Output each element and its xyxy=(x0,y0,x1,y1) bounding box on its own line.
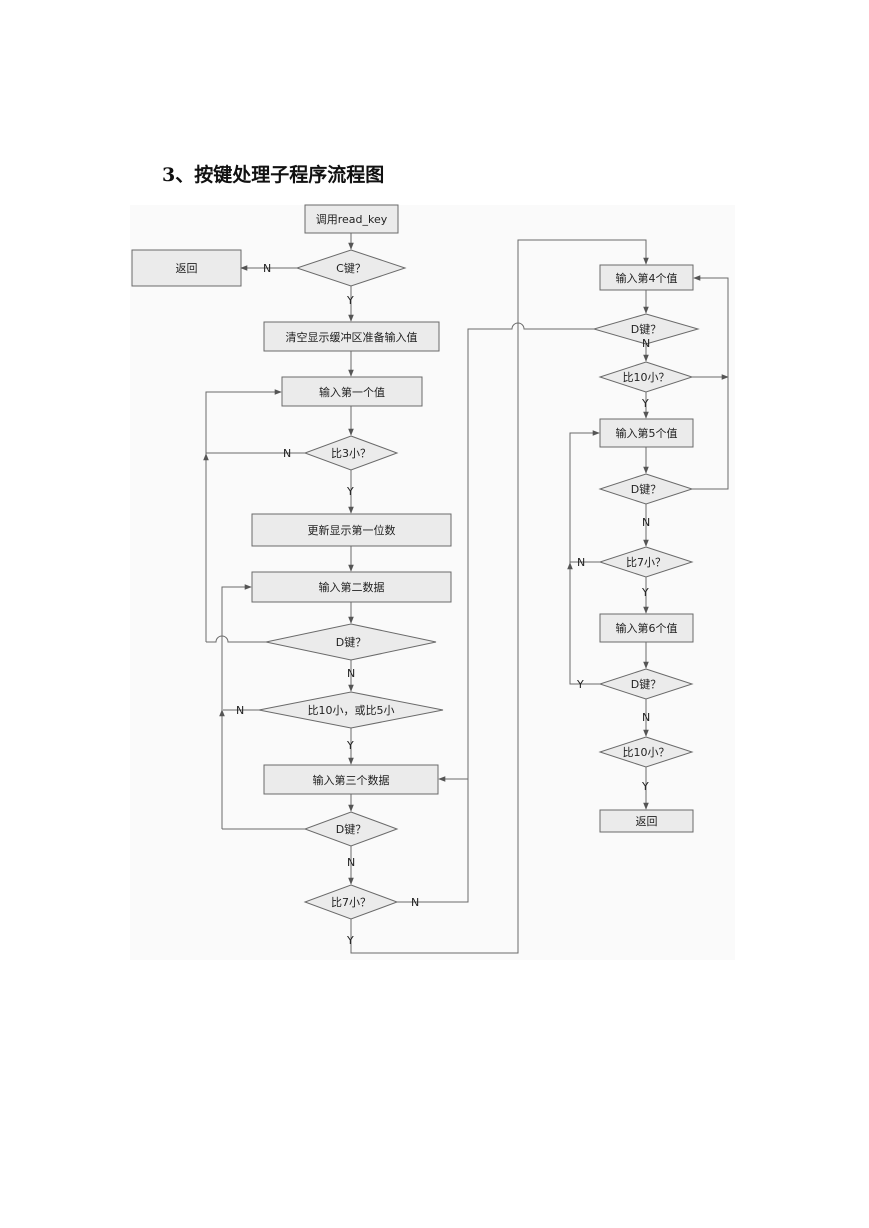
label-c-key-no: N xyxy=(263,262,271,275)
d-key-3-text: D键？ xyxy=(631,322,661,336)
label-d-key-4-no: N xyxy=(642,516,650,529)
input-2-text: 输入第二数据 xyxy=(319,580,385,594)
lt7-b-text: 比7小？ xyxy=(626,556,666,569)
d-key-4-text: D键？ xyxy=(631,482,661,496)
input-2-box xyxy=(251,571,452,603)
label-lt3-no: N xyxy=(283,447,291,460)
label-lt10-or-lt5-no: N xyxy=(236,704,244,717)
update-1-text: 更新显示第一位数 xyxy=(308,523,396,537)
label-lt10-a-yes: Y xyxy=(641,397,649,410)
lt7-a-text: 比7小？ xyxy=(331,896,371,909)
return-left-box xyxy=(131,249,242,287)
input-3-box xyxy=(263,764,439,795)
page-heading: 3、按键处理子程序流程图 xyxy=(162,164,385,186)
input-1-box xyxy=(281,376,423,407)
d-key-5-text: D键？ xyxy=(631,677,661,691)
label-lt7-a-yes: Y xyxy=(346,934,354,947)
return-left-text: 返回 xyxy=(176,262,198,275)
lt10-or-lt5-text: 比10小，或比5小 xyxy=(308,704,395,717)
d-key-1-text: D键？ xyxy=(336,635,366,649)
label-d-key-5-yes: Y xyxy=(576,678,584,691)
label-d-key-1-no: N xyxy=(347,667,355,680)
update-1-box xyxy=(251,513,452,547)
call-read-key-box xyxy=(304,204,399,234)
label-lt10-or-lt5-yes: Y xyxy=(346,739,354,752)
label-lt10-b-yes: Y xyxy=(641,780,649,793)
input-1-text: 输入第一个值 xyxy=(319,385,385,399)
edge-loop-to-input-1 xyxy=(205,389,282,454)
label-lt3-yes: Y xyxy=(346,485,354,498)
lt10-a-text: 比10小？ xyxy=(623,371,670,384)
edge-d-key-5-back xyxy=(569,430,600,685)
lt10-b-text: 比10小？ xyxy=(623,746,670,759)
lt3-text: 比3小？ xyxy=(331,447,371,460)
label-lt7-b-yes: Y xyxy=(641,586,649,599)
input-6-text: 输入第6个值 xyxy=(616,621,678,635)
d-key-2-text: D键？ xyxy=(336,822,366,836)
input-4-text: 输入第4个值 xyxy=(616,271,678,285)
edge-lt7-a-yes xyxy=(350,239,649,954)
label-lt7-b-no: N xyxy=(577,556,585,569)
input-5-text: 输入第5个值 xyxy=(616,426,678,440)
label-d-key-5-no: N xyxy=(642,711,650,724)
edge-lt7-a-no xyxy=(397,779,469,903)
input-3-text: 输入第三个数据 xyxy=(313,773,390,787)
label-lt7-a-no: N xyxy=(411,896,419,909)
call-read-key-text: 调用read_key xyxy=(316,213,388,226)
edge-loop2-to-input-2 xyxy=(221,584,252,710)
clear-buffer-text: 清空显示缓冲区准备输入值 xyxy=(286,330,418,344)
input-4-box xyxy=(599,264,694,291)
c-key-text: C键？ xyxy=(336,261,366,275)
label-d-key-2-no: N xyxy=(347,856,355,869)
return-right-text: 返回 xyxy=(636,815,658,828)
label-c-key-yes: Y xyxy=(346,294,354,307)
label-d-key-3-no: N xyxy=(642,337,650,350)
edge-d-key-4-back xyxy=(692,275,729,490)
return-right-box xyxy=(599,809,694,833)
edge-d-key-3-back xyxy=(467,322,594,779)
